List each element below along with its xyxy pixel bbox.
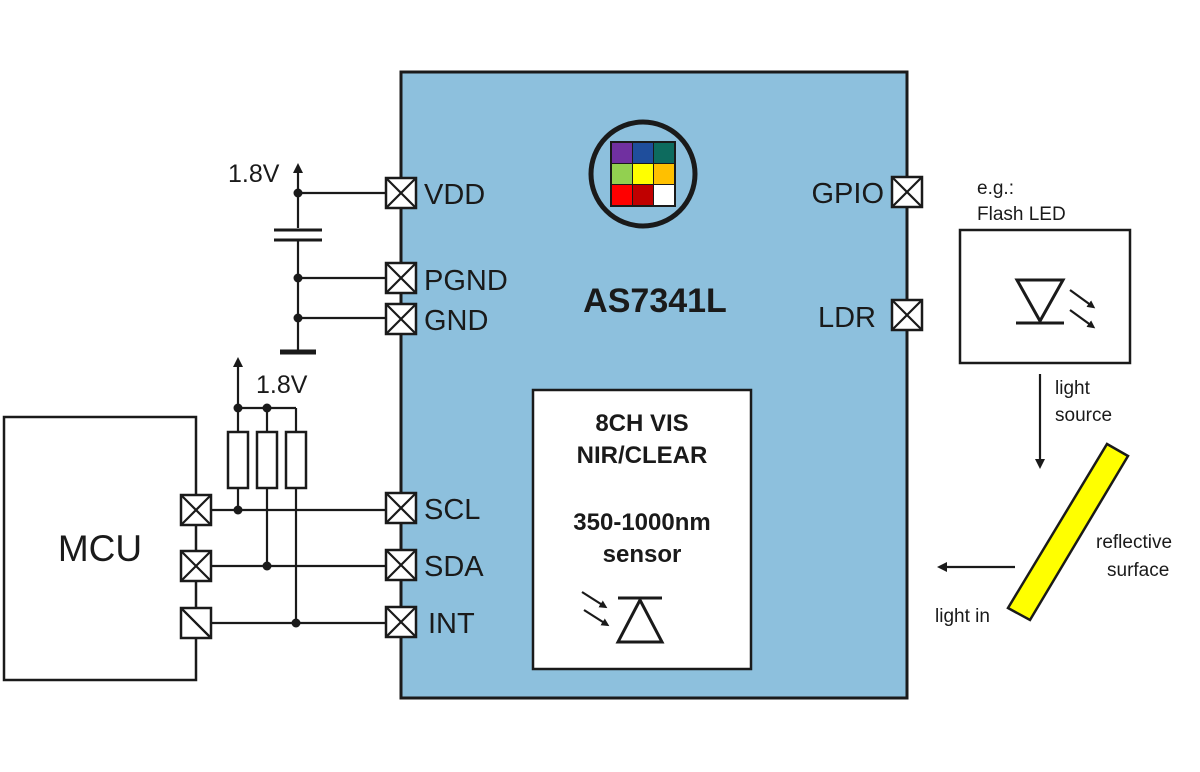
bus-wires xyxy=(211,488,386,628)
pin-pgnd xyxy=(384,261,418,295)
vdd-voltage-label: 1.8V xyxy=(228,160,280,188)
light-source-label-2: source xyxy=(1055,405,1112,426)
light-source-label-1: light xyxy=(1055,378,1091,399)
photodiode-icon xyxy=(581,591,665,644)
pin-int xyxy=(384,605,418,639)
decoupling-capacitor xyxy=(274,228,386,350)
reflective-label-2: surface xyxy=(1107,560,1169,581)
pin-label-gnd: GND xyxy=(424,305,488,337)
sensor-line-1: 8CH VIS xyxy=(595,410,688,437)
pin-scl xyxy=(384,491,418,525)
flash-eg-label: e.g.: xyxy=(977,178,1014,199)
pullup-resistor-scl xyxy=(226,430,250,490)
mcu-label: MCU xyxy=(58,528,142,569)
pin-label-gpio: GPIO xyxy=(811,178,884,210)
mcu-pin-int xyxy=(179,606,213,640)
pullup-supply xyxy=(233,357,298,432)
pullup-resistor-int xyxy=(284,430,308,490)
pin-gpio xyxy=(890,175,924,209)
filter-cell xyxy=(633,164,653,184)
mcu-block xyxy=(2,415,198,682)
flash-led-label: Flash LED xyxy=(977,204,1066,225)
sensor-line-4: sensor xyxy=(603,541,682,568)
pin-gnd xyxy=(384,302,418,336)
pullup-voltage-label: 1.8V xyxy=(256,371,308,399)
led-icon xyxy=(1014,278,1096,329)
filter-cell xyxy=(654,164,674,184)
pullup-resistor-sda xyxy=(255,430,279,490)
filter-cell xyxy=(654,185,674,205)
mcu-pin-scl xyxy=(179,493,213,527)
chip-name: AS7341L xyxy=(583,282,727,320)
pin-label-int: INT xyxy=(428,608,475,640)
filter-cell xyxy=(612,164,632,184)
sensor-line-3: 350-1000nm xyxy=(573,509,710,536)
pin-label-scl: SCL xyxy=(424,494,480,526)
filter-cell xyxy=(612,143,632,163)
flash-led-block xyxy=(958,228,1132,365)
filter-cell xyxy=(633,185,653,205)
sensor-block xyxy=(531,388,753,671)
pin-label-ldr: LDR xyxy=(818,302,876,334)
pin-ldr xyxy=(890,298,924,332)
filter-cell xyxy=(612,185,632,205)
light-in-label: light in xyxy=(935,606,990,627)
filter-cell xyxy=(654,143,674,163)
pin-label-sda: SDA xyxy=(424,551,484,583)
mcu-pin-sda xyxy=(179,549,213,583)
filter-array-icon xyxy=(588,119,698,229)
filter-cell xyxy=(633,143,653,163)
pin-vdd xyxy=(384,176,418,210)
reflective-surface xyxy=(1006,442,1130,622)
vdd-supply xyxy=(293,163,386,228)
pin-label-vdd: VDD xyxy=(424,179,485,211)
reflective-label-1: reflective xyxy=(1096,532,1172,553)
sensor-line-2: NIR/CLEAR xyxy=(577,442,708,469)
pin-label-pgnd: PGND xyxy=(424,265,508,297)
pin-sda xyxy=(384,548,418,582)
